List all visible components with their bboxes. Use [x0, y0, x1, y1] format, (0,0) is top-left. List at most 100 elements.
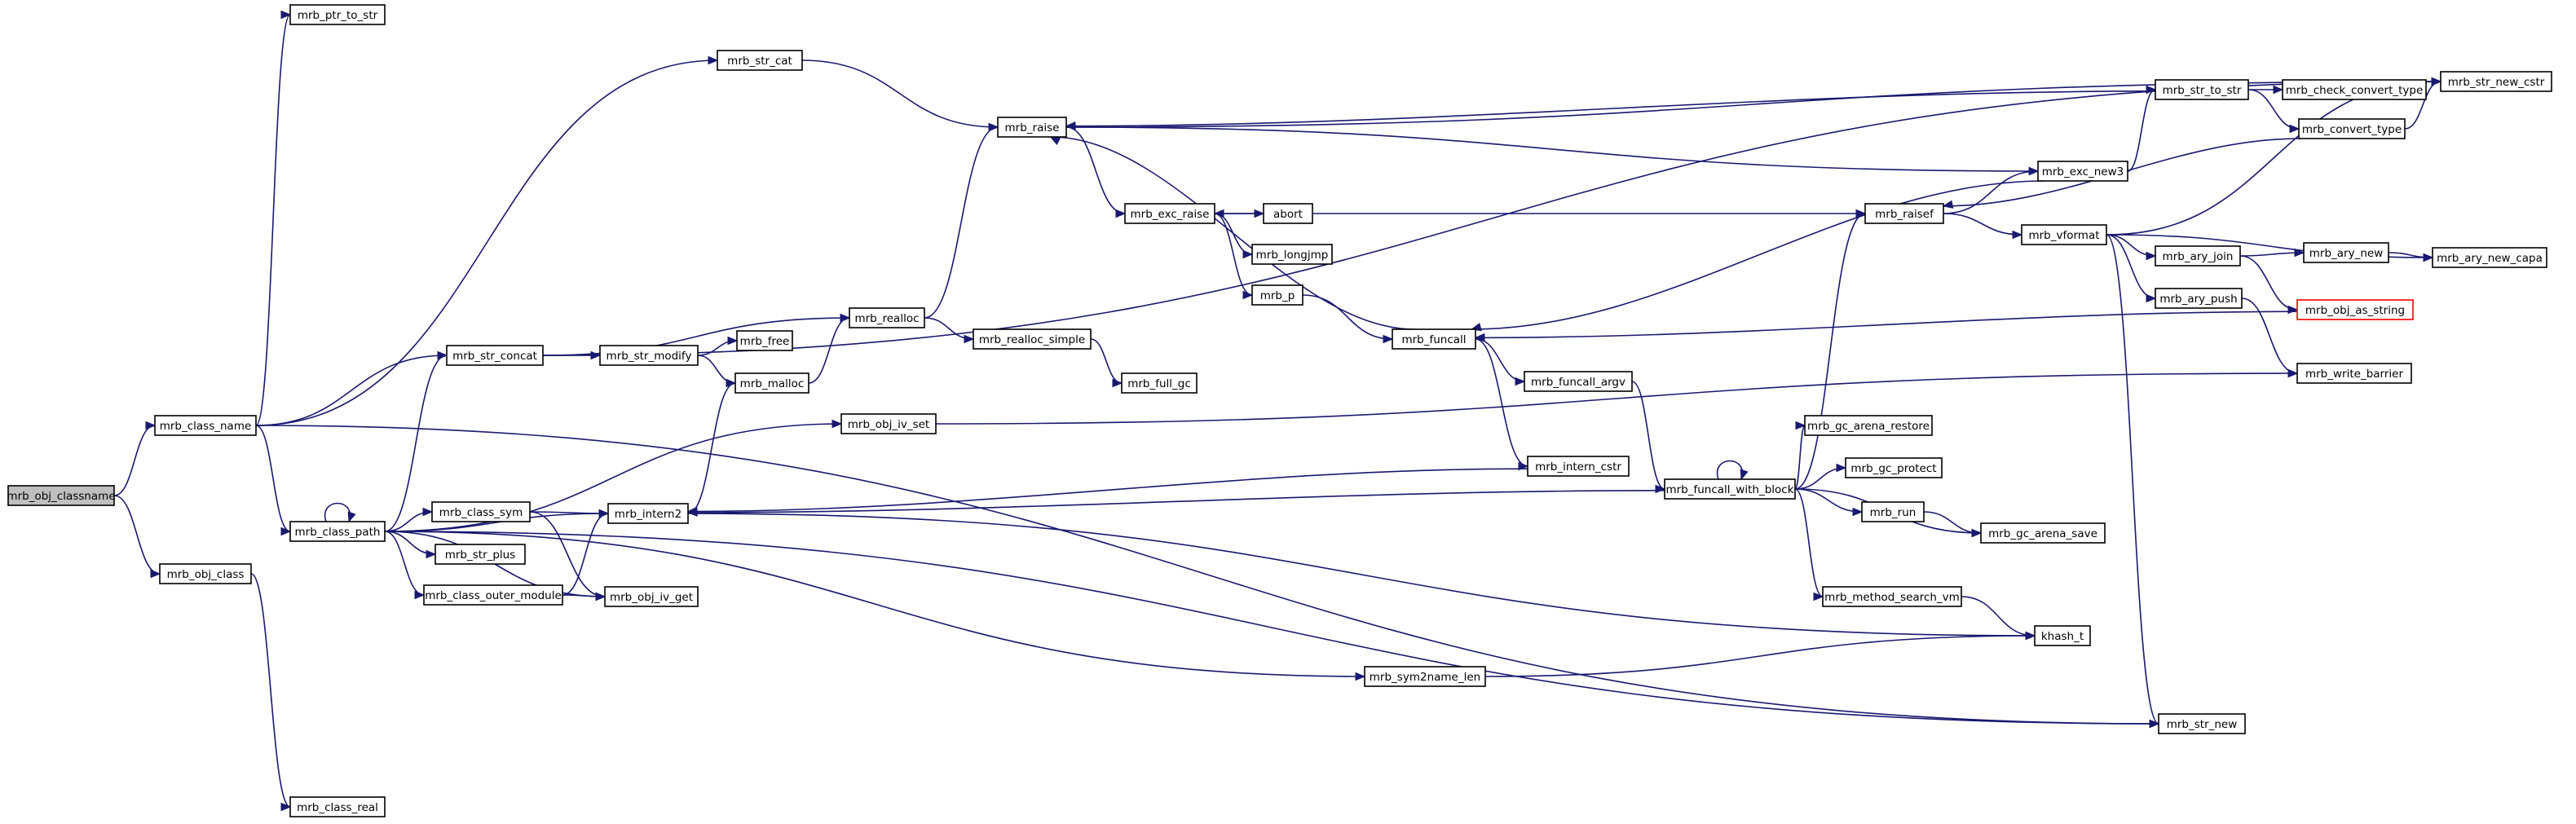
edge-line: [1716, 460, 1744, 480]
edge-mrb_funcall_argv-to-mrb_funcall_with_block: [1631, 381, 1666, 494]
edge-line: [1631, 381, 1665, 490]
node-label: mrb_free: [740, 335, 790, 348]
edge-arrowhead: [280, 802, 292, 812]
edge-arrowhead: [2028, 166, 2040, 176]
node-mrb-exc-new3[interactable]: mrb_exc_new3: [2037, 161, 2128, 182]
edge-mrb_exc_new3-to-mrb_funcall: [1471, 180, 2045, 332]
edge-mrb_class_outer_module-to-mrb_obj_iv_get: [562, 592, 607, 601]
node-box: [1664, 478, 1796, 500]
node-mrb-str-to-str[interactable]: mrb_str_to_str: [2155, 79, 2249, 100]
edge-line: [935, 372, 2298, 425]
node-box: [2296, 299, 2414, 320]
node-mrb-write-barrier[interactable]: mrb_write_barrier: [2296, 363, 2412, 384]
node-label: mrb_intern2: [615, 508, 681, 521]
node-mrb-sym2name-len[interactable]: mrb_sym2name_len: [1364, 666, 1486, 687]
node-mrb-exc-raise[interactable]: mrb_exc_raise: [1124, 203, 1215, 224]
node-mrb-p[interactable]: mrb_p: [1251, 284, 1303, 306]
node-mrb-class-outer-module[interactable]: mrb_class_outer_module: [423, 584, 563, 606]
node-box: [1124, 203, 1215, 224]
node-mrb-convert-type[interactable]: mrb_convert_type: [2298, 118, 2406, 139]
node-mrb-gc-protect[interactable]: mrb_gc_protect: [1845, 457, 1943, 478]
node-mrb-obj-as-string[interactable]: mrb_obj_as_string: [2296, 299, 2414, 320]
node-label: mrb_run: [1870, 506, 1917, 519]
node-mrb-free[interactable]: mrb_free: [736, 330, 793, 351]
edge-mrb_intern2-to-mrb_malloc: [687, 378, 737, 514]
node-label: mrb_ary_join: [2163, 250, 2234, 263]
node-mrb-realloc[interactable]: mrb_realloc: [849, 307, 925, 328]
edge-mrb_funcall_with_block-to-mrb_gc_arena_restore: [1794, 421, 1806, 490]
node-mrb-class-real[interactable]: mrb_class_real: [289, 796, 386, 817]
node-box: [289, 4, 386, 25]
node-box: [604, 586, 699, 607]
node-mrb-longjmp[interactable]: mrb_longjmp: [1251, 244, 1333, 265]
node-box: [849, 307, 925, 328]
node-box: [973, 328, 1092, 350]
node-mrb-obj-classname[interactable]: mrb_obj_classname: [7, 485, 116, 506]
node-box: [1364, 666, 1486, 687]
node-box: [159, 563, 252, 584]
node-box: [1845, 457, 1943, 478]
edge-mrb_class_path-to-mrb_str_new: [384, 531, 2160, 729]
node-box: [2155, 288, 2243, 309]
edge-arrowhead: [1813, 592, 1824, 601]
node-mrb-class-path[interactable]: mrb_class_path: [289, 521, 386, 542]
node-label: mrb_class_outer_module: [425, 589, 562, 602]
node-mrb-str-new[interactable]: mrb_str_new: [2158, 713, 2246, 734]
node-label: mrb_funcall_with_block: [1665, 483, 1793, 496]
node-mrb-full-gc[interactable]: mrb_full_gc: [1121, 372, 1198, 394]
node-mrb-str-concat[interactable]: mrb_str_concat: [446, 345, 544, 366]
node-mrb-ptr-to-str[interactable]: mrb_ptr_to_str: [289, 4, 386, 25]
edge-arrowhead: [1474, 333, 1485, 342]
node-mrb-realloc-simple[interactable]: mrb_realloc_simple: [973, 328, 1092, 350]
node-mrb-ary-new-capa[interactable]: mrb_ary_new_capa: [2432, 247, 2547, 268]
node-label: mrb_class_path: [295, 526, 381, 539]
node-mrb-gc-arena-save[interactable]: mrb_gc_arena_save: [1980, 522, 2106, 544]
node-mrb-vformat[interactable]: mrb_vformat: [2021, 224, 2107, 245]
node-label: mrb_ary_new_capa: [2437, 252, 2543, 265]
node-mrb-ary-push[interactable]: mrb_ary_push: [2155, 288, 2243, 309]
edge-mrb_funcall_with_block-to-mrb_intern2: [686, 490, 1665, 517]
edge-mrb_raise-to-mrb_exc_new3: [1065, 126, 2040, 176]
edge-line: [2127, 89, 2156, 172]
node-mrb-method-search-vm[interactable]: mrb_method_search_vm: [1822, 586, 1962, 607]
edge-mrb_str_to_str-to-mrb_raise: [1065, 90, 2156, 130]
node-mrb-funcall[interactable]: mrb_funcall: [1392, 328, 1476, 350]
node-khash-t[interactable]: khash_t: [2034, 625, 2091, 646]
node-box: [1524, 371, 1633, 392]
node-mrb-str-plus[interactable]: mrb_str_plus: [434, 544, 526, 565]
edge-line: [384, 355, 448, 532]
edge-line: [384, 423, 842, 532]
node-abort[interactable]: abort: [1263, 203, 1313, 224]
edge-line: [255, 14, 291, 426]
node-mrb-obj-class[interactable]: mrb_obj_class: [159, 563, 252, 584]
node-label: mrb_obj_iv_set: [848, 418, 929, 431]
node-mrb-funcall-with-block[interactable]: mrb_funcall_with_block: [1664, 478, 1796, 500]
node-mrb-class-sym[interactable]: mrb_class_sym: [431, 501, 531, 522]
node-mrb-ary-join[interactable]: mrb_ary_join: [2155, 245, 2241, 267]
node-box: [599, 345, 699, 366]
edge-arrowhead: [598, 509, 610, 518]
node-mrb-obj-iv-get[interactable]: mrb_obj_iv_get: [604, 586, 699, 607]
node-mrb-str-cat[interactable]: mrb_str_cat: [717, 50, 803, 71]
node-mrb-intern-cstr[interactable]: mrb_intern_cstr: [1527, 456, 1630, 477]
node-mrb-malloc[interactable]: mrb_malloc: [734, 372, 809, 394]
edge-arrowhead: [840, 313, 851, 323]
node-mrb-ary-new[interactable]: mrb_ary_new: [2303, 242, 2389, 263]
node-mrb-str-modify[interactable]: mrb_str_modify: [599, 345, 699, 366]
node-mrb-run[interactable]: mrb_run: [1861, 501, 1925, 522]
node-mrb-raise[interactable]: mrb_raise: [997, 117, 1067, 138]
node-mrb-check-convert-type[interactable]: mrb_check_convert_type: [2282, 79, 2427, 100]
node-mrb-obj-iv-set[interactable]: mrb_obj_iv_set: [840, 413, 937, 434]
edge-arrowhead: [1112, 378, 1123, 388]
edge-mrb_malloc-to-mrb_realloc: [808, 313, 851, 384]
node-mrb-intern2[interactable]: mrb_intern2: [607, 503, 689, 524]
node-mrb-raisef[interactable]: mrb_raisef: [1864, 203, 1944, 224]
node-mrb-class-name[interactable]: mrb_class_name: [154, 415, 257, 436]
edge-arrowhead: [2025, 631, 2036, 641]
node-mrb-str-new-cstr[interactable]: mrb_str_new_cstr: [2440, 71, 2552, 92]
edge-line: [687, 490, 1665, 513]
node-mrb-funcall-argv[interactable]: mrb_funcall_argv: [1524, 371, 1633, 392]
node-label: mrb_obj_iv_get: [610, 591, 693, 604]
node-mrb-gc-arena-restore[interactable]: mrb_gc_arena_restore: [1804, 415, 1933, 436]
